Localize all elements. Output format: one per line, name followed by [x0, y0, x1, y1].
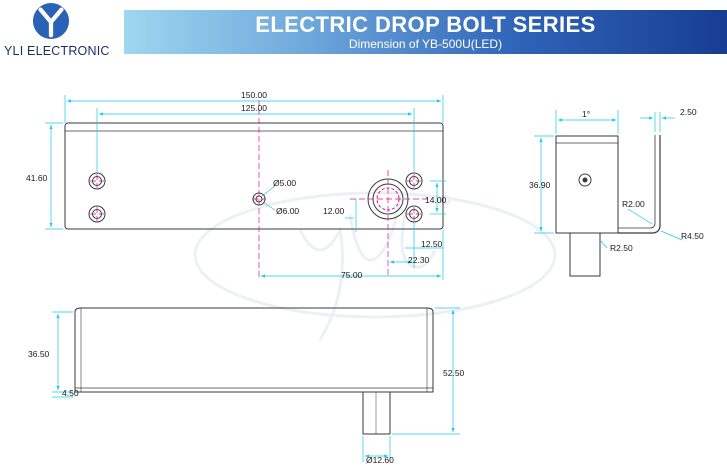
logo: YLI ELECTRONIC [0, 0, 120, 66]
yli-script-watermark-icon [193, 191, 557, 341]
dim-total-width: 150.00 [241, 90, 267, 100]
page-subtitle: Dimension of YB-500U(LED) [348, 37, 503, 51]
page-title: ELECTRIC DROP BOLT SERIES [255, 12, 596, 37]
brand-name: YLI ELECTRONIC [4, 44, 110, 58]
mounting-hole [88, 172, 423, 223]
yli-y-logo-icon [32, 2, 70, 40]
front-view: 36.50 4.50 52.50 Ø12.60 [28, 307, 465, 465]
dim-bolt-diameter: Ø12.60 [366, 455, 394, 465]
dim-hole-small: Ø5.00 [273, 178, 296, 188]
dim-corner-radius: R2.50 [610, 243, 633, 253]
dim-bolt-offset: 12.00 [323, 206, 345, 216]
top-view: 150.00 125.00 41.60 Ø5.00 Ø6.00 12.00 14… [26, 90, 447, 280]
dim-center-to-edge: 75.00 [341, 270, 363, 280]
dim-base: 4.50 [62, 388, 79, 398]
dim-overall-height: 52.50 [443, 368, 465, 378]
side-view: 1° 2.50 36.90 R2.00 R4.50 R2.50 [529, 107, 704, 277]
dim-hole-large: Ø6.00 [276, 206, 299, 216]
dim-thickness: 2.50 [680, 107, 697, 117]
dim-ear-offset: 12.50 [421, 239, 443, 249]
dim-ear-spacing: 14.00 [425, 195, 447, 205]
dim-outer-radius: R4.50 [681, 231, 704, 241]
title-banner: ELECTRIC DROP BOLT SERIES Dimension of Y… [124, 10, 727, 54]
dim-hole-spacing: 125.00 [241, 103, 267, 113]
dim-inner-radius: R2.00 [622, 199, 645, 209]
dim-center-to-ear: 22.30 [408, 255, 430, 265]
dim-height: 41.60 [26, 173, 48, 183]
dim-body-height: 36.50 [28, 349, 50, 359]
dim-side-height: 36.90 [529, 180, 551, 190]
dim-angle: 1° [582, 109, 590, 119]
